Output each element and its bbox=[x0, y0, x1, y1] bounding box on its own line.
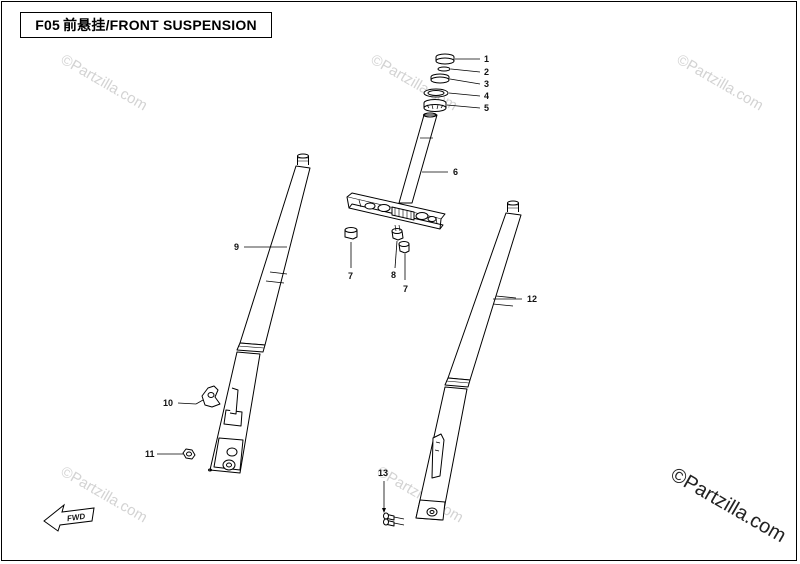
title-en: /FRONT SUSPENSION bbox=[105, 17, 257, 33]
callout-9: 9 bbox=[234, 242, 239, 252]
callout-11: 11 bbox=[145, 449, 155, 459]
part-8-nut bbox=[391, 224, 404, 241]
part-4-seal bbox=[423, 88, 449, 98]
part-12-right-fork bbox=[415, 200, 522, 521]
part-13-bolts bbox=[383, 512, 405, 527]
leader-lines bbox=[157, 58, 522, 512]
page-title: F05 前悬挂/FRONT SUSPENSION bbox=[20, 12, 272, 38]
part-7-bolt-left bbox=[344, 227, 358, 240]
callout-3: 3 bbox=[484, 79, 489, 89]
lower-triple-clamp bbox=[346, 192, 446, 230]
part-5-bearing bbox=[423, 99, 447, 112]
callout-7-right: 7 bbox=[403, 284, 408, 294]
callout-10: 10 bbox=[163, 398, 173, 408]
fwd-label: FWD bbox=[66, 512, 86, 523]
part-10-hose-clip bbox=[195, 385, 221, 408]
leader-arrowhead bbox=[382, 508, 386, 513]
title-cn: 前悬挂 bbox=[62, 17, 106, 33]
part-9-left-fork bbox=[208, 153, 311, 474]
callout-2: 2 bbox=[484, 67, 489, 77]
callout-5: 5 bbox=[484, 103, 489, 113]
part-6-steering-stem bbox=[398, 112, 438, 204]
title-code: F05 bbox=[35, 17, 60, 33]
part-7-bolt-right bbox=[398, 241, 410, 254]
callout-13: 13 bbox=[378, 468, 388, 478]
callout-7-left: 7 bbox=[348, 271, 353, 281]
part-2-washer bbox=[437, 66, 451, 72]
part-11-bolt bbox=[182, 448, 196, 460]
callout-12: 12 bbox=[527, 294, 537, 304]
callout-8: 8 bbox=[391, 270, 396, 280]
part-3-bearing-race bbox=[430, 73, 450, 84]
callout-4: 4 bbox=[484, 91, 489, 101]
callout-6: 6 bbox=[453, 167, 458, 177]
callout-1: 1 bbox=[484, 54, 489, 64]
part-1-nut bbox=[435, 53, 455, 65]
fwd-arrow-icon: FWD bbox=[43, 503, 95, 532]
